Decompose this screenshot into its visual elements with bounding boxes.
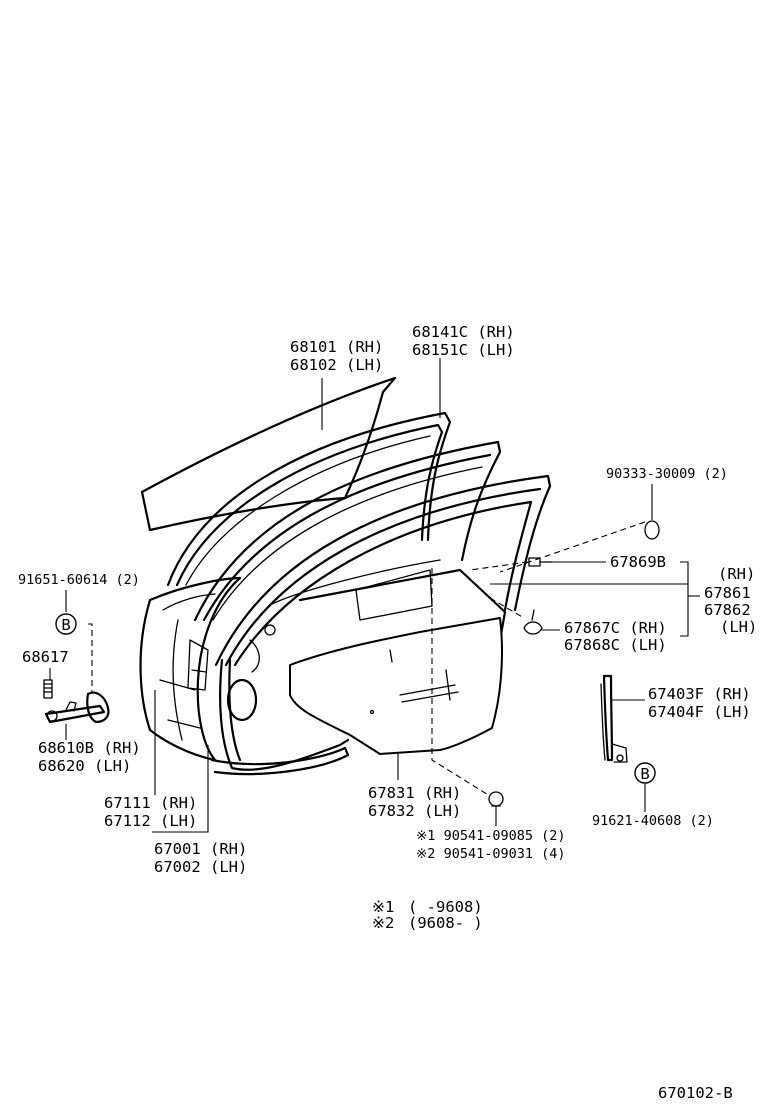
label-68617: 68617 <box>22 648 69 666</box>
door-outer-shell <box>139 576 242 762</box>
label-67112: 67112 (LH) <box>104 812 197 830</box>
legend-mark-1: ※1 <box>372 898 394 916</box>
door-trim-panel <box>289 617 504 755</box>
label-67862: 67862 <box>704 601 751 619</box>
label-90541-1: ※1 90541-09085 (2) <box>416 828 565 844</box>
label-68610b: 68610B (RH) <box>38 739 141 757</box>
label-67832: 67832 (LH) <box>368 802 461 820</box>
label-68101: 68101 (RH) <box>290 338 383 356</box>
label-67403f: 67403F (RH) <box>648 685 751 703</box>
door-panel <box>214 474 552 771</box>
label-67002: 67002 (LH) <box>154 858 247 876</box>
label-67861: 67861 <box>704 584 751 602</box>
legend-range-1: ( -9608) <box>408 898 483 916</box>
rear-glass-run <box>600 674 628 763</box>
legend-range-2: (9608- ) <box>408 914 483 932</box>
label-rh-weatherstrip: (RH) <box>718 565 755 583</box>
label-67831: 67831 (RH) <box>368 784 461 802</box>
label-lh-weatherstrip: (LH) <box>720 618 757 636</box>
label-67868c: 67868C (LH) <box>564 636 667 654</box>
label-67111: 67111 (RH) <box>104 794 197 812</box>
door-weatherstrip <box>193 440 502 622</box>
svg-text:B: B <box>61 616 70 634</box>
door-glass <box>140 376 397 532</box>
legend-mark-2: ※2 <box>372 914 394 932</box>
marker-b-right: B <box>634 762 656 784</box>
part-labels: 68101 (RH) 68102 (LH) 68141C (RH) 68151C… <box>18 323 757 1102</box>
diagram-code: 670102-B <box>658 1084 733 1102</box>
label-67001: 67001 (RH) <box>154 840 247 858</box>
label-67869b: 67869B <box>610 553 666 571</box>
label-68151c: 68151C (LH) <box>412 341 515 359</box>
door-opening-seal <box>210 746 350 776</box>
hardware-clips <box>488 520 660 807</box>
label-67867c: 67867C (RH) <box>564 619 667 637</box>
label-67404f: 67404F (LH) <box>648 703 751 721</box>
label-91651: 91651-60614 (2) <box>18 572 140 588</box>
leader-lines <box>49 358 700 833</box>
label-90541-2: ※2 90541-09031 (4) <box>416 846 565 862</box>
label-90333: 90333-30009 (2) <box>606 466 728 482</box>
label-68620: 68620 (LH) <box>38 757 131 775</box>
label-68141c: 68141C (RH) <box>412 323 515 341</box>
label-68102: 68102 (LH) <box>290 356 383 374</box>
marker-b-left: B <box>55 613 77 635</box>
door-check-assembly <box>43 679 110 724</box>
svg-text:B: B <box>640 765 649 783</box>
label-91621: 91621-40608 (2) <box>592 813 714 829</box>
glass-run-channel <box>166 411 452 587</box>
